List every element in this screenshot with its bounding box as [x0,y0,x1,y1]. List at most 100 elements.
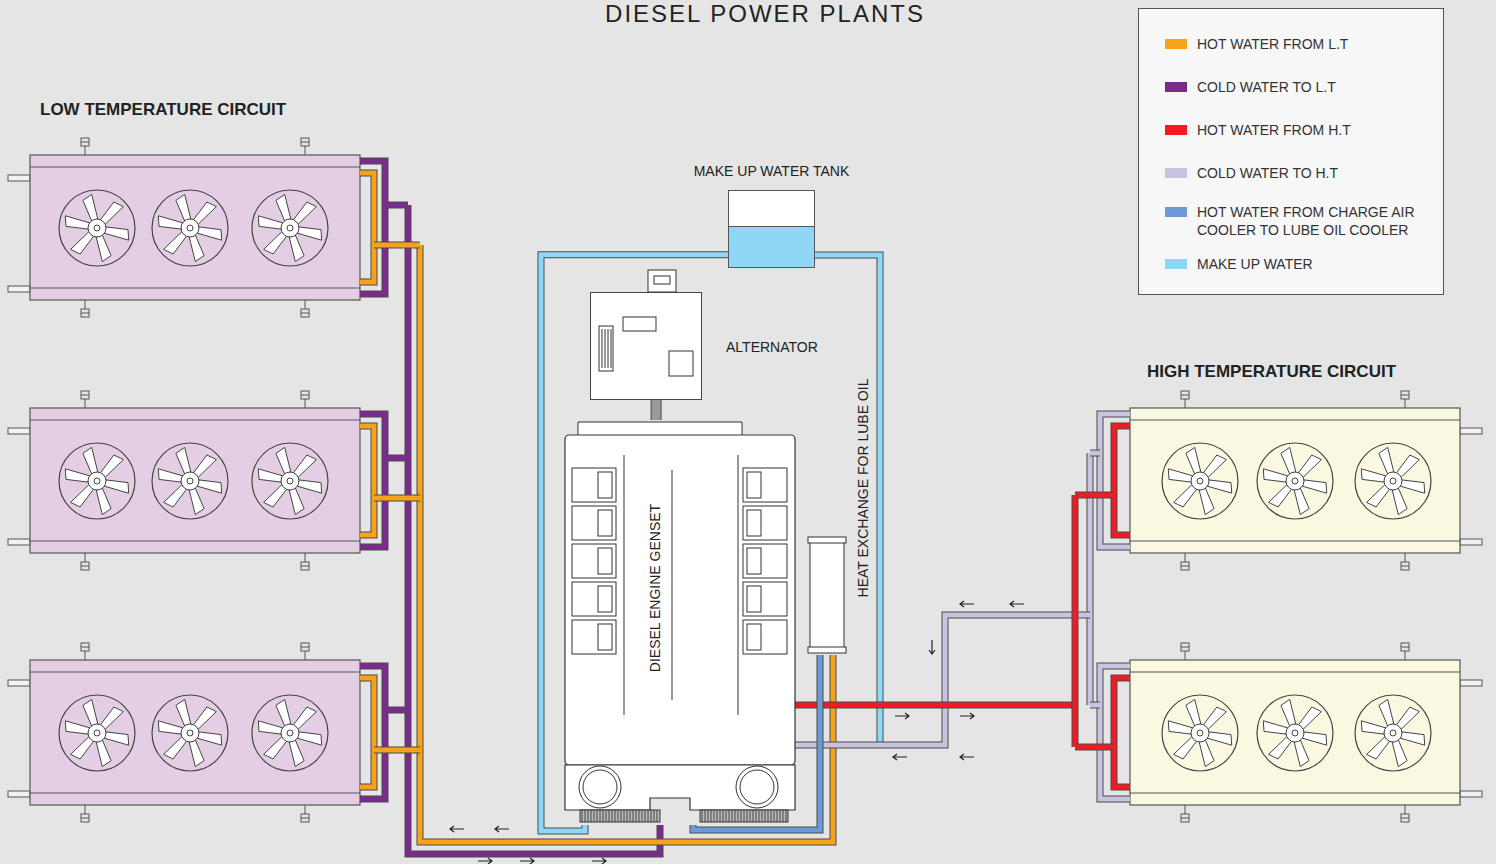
bolt-cross [1181,818,1189,819]
bolt [1401,562,1409,570]
fan-axle [287,225,293,231]
node-label: MAKE UP WATER TANK [694,163,850,179]
flow-arrow [960,754,974,760]
fan-hub [1384,724,1402,742]
cold-ht-pipe [1100,414,1130,547]
fan-blade [1281,699,1296,725]
fan-blade [1199,740,1214,766]
fan-blade [1302,480,1326,493]
fan-blade [197,480,221,493]
cylinder-head [598,510,612,536]
fan [1162,695,1238,771]
fan [59,190,135,266]
bolt [1401,814,1409,822]
grille-bar [624,810,625,822]
grille-bar [783,810,784,822]
flow-arrow [450,826,464,832]
pipe-outline [1114,678,1130,787]
grille [580,810,660,822]
fan-axle [94,225,100,231]
grille-bar [609,810,610,822]
fan-blade [197,227,221,240]
bolt-cross [301,818,309,819]
fan-ring [1355,695,1431,771]
bolt [1181,562,1189,570]
pipe-stub [1460,428,1482,434]
bolt [1401,643,1409,651]
grille-bar [591,810,592,822]
bolt-cross [81,313,89,314]
bolt-stem [1405,651,1406,660]
grille-bar [765,810,766,822]
fan-blade [1397,707,1420,729]
fan-hub [181,472,199,490]
cylinder-head [598,624,612,650]
bolt-cross [81,566,89,567]
grille-bar [708,810,709,822]
fan [1257,695,1333,771]
pipe-outline [374,495,420,502]
fan [252,443,328,519]
fan-blade [1168,469,1192,482]
fan-blade [1400,480,1424,493]
grille-bar [717,810,718,822]
fan-blade [289,488,304,514]
radiator-body [30,155,360,300]
cylinder [743,582,787,616]
bolt-stem [305,146,306,155]
fan-axle [1197,478,1203,484]
fan-blade [1294,740,1309,766]
grille-bar [654,810,655,822]
bolt-stem [85,399,86,408]
bolt [81,814,89,822]
pipe-outline [1072,495,1079,747]
bolt-stem [1405,399,1406,408]
bolt [1181,643,1189,651]
fan-blade [96,488,111,514]
bolt-stem [1405,805,1406,814]
grille [700,810,788,822]
cylinder-head [598,586,612,612]
pipe-outline [385,455,408,462]
cold-lt-pipe [360,414,385,547]
grille-bar [705,810,706,822]
radiator-frame [30,288,360,289]
grille-bar [723,810,724,822]
pipe-stub [8,539,30,545]
fan-blade [189,740,204,766]
fan-axle [287,478,293,484]
fan-ring [59,443,135,519]
fan-ring [152,695,228,771]
node-label: DIESEL ENGINE GENSET [647,504,663,672]
cylinder-head [747,586,761,612]
grille-bar [657,810,658,822]
fan-blade [96,740,111,766]
alternator-rib [602,329,603,368]
fan-blade [65,469,89,482]
grille-bar [747,810,748,822]
fan-blade [1299,455,1322,477]
grille-bar [582,810,583,822]
grille-bar [762,810,763,822]
grille-bar [756,810,757,822]
cold-lt-pipe [385,708,408,713]
fan-blade [1397,455,1420,477]
engine-body [565,435,795,765]
radiator-frame [1130,420,1460,421]
flywheel-inner [583,770,617,804]
grille-bar [594,810,595,822]
fan-ring [152,190,228,266]
alternator-rib [605,329,606,368]
bolt [81,138,89,146]
grille-bar [750,810,751,822]
fan-blade [1361,721,1385,734]
fan-blade [258,216,282,229]
flow-arrow [1010,601,1024,607]
grille-bar [651,810,652,822]
bolt-cross [1401,647,1409,648]
fan-axle [187,730,193,736]
bolt-cross [81,395,89,396]
fan [152,190,228,266]
fan-blade [96,235,111,261]
